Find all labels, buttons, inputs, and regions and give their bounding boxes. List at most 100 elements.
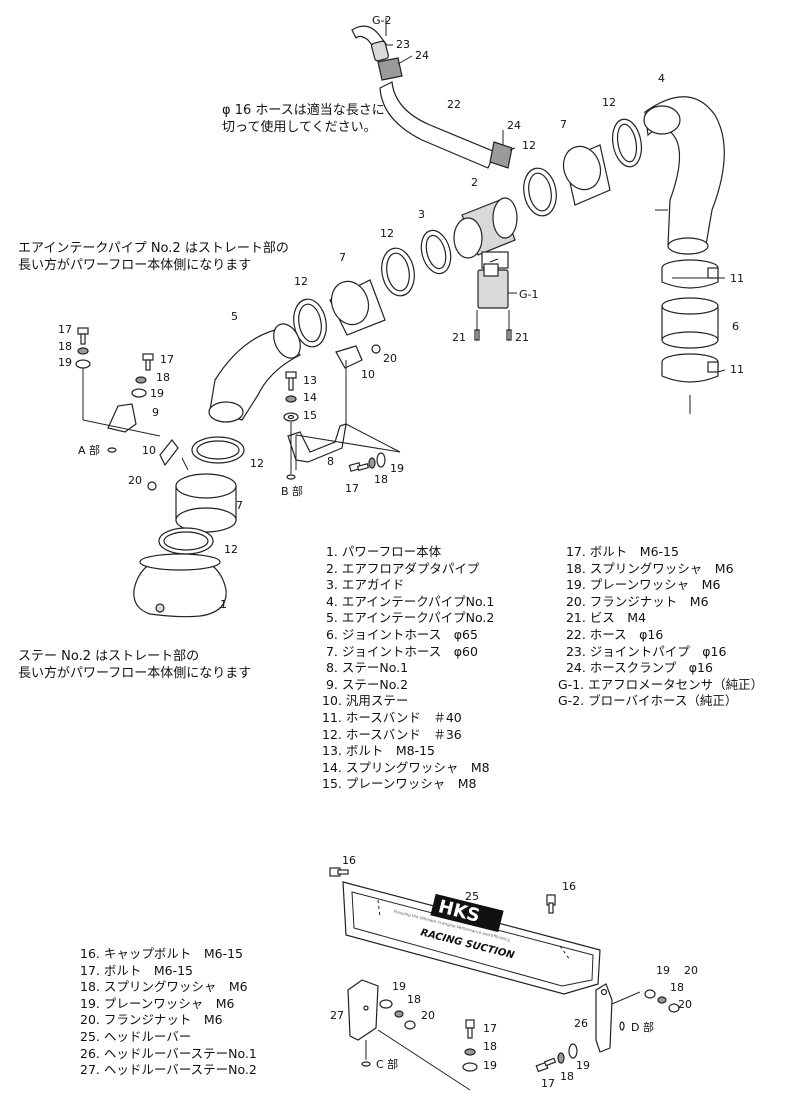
part-11: 11. ホースバンド ＃40 [322,709,462,725]
part-17: 17. ボルト M6-15 [558,544,679,559]
intake-pipe-no1 [643,96,725,255]
head-louver-stay-no1-26 [595,983,613,1053]
hose-clamp-24-top [377,57,403,81]
plain-washer-19-stay9 [131,388,147,398]
part-3: 3. エアガイド [322,577,405,593]
callout-d-part: D 部 [631,1020,654,1034]
joint-hose-7-upper [562,144,611,206]
callout-g2: G-2 [372,14,392,27]
louver-part-16: 16. キャップボルト M6-15 [80,946,244,961]
callout-24a: 24 [415,49,429,62]
callout-20b: 20 [383,352,397,365]
callout-25: 25 [465,890,479,903]
callout-18a: 18 [58,340,72,353]
parts-list-main-1: 1. パワーフロー本体 2. エアフロアダプタパイプ 3. エアガイド 4. エ… [322,544,494,793]
callout-12a: 12 [522,139,536,152]
part-4: 4. エアインテークパイプNo.1 [322,593,495,609]
callout-7b: 7 [339,251,346,264]
hose-band-12-f [158,527,214,555]
hose-band-12-upper [611,118,643,168]
callout-20d: 20 [678,998,692,1011]
callout-21a: 21 [452,331,466,344]
callout-14: 14 [303,391,317,404]
bolt-17-bottom-right [535,1057,557,1073]
c-point-marker [361,1061,371,1067]
callout-10b: 10 [361,368,375,381]
callout-27: 27 [330,1009,344,1022]
callout-19f: 19 [483,1059,497,1072]
callout-10a: 10 [142,444,156,457]
callout-11a: 11 [730,272,744,285]
louver-part-27: 27. ヘッドルーバーステーNo.2 [80,1062,257,1078]
hose-band-12-mid [523,167,557,217]
spring-washer-18-center [464,1048,476,1056]
part-13: 13. ボルト M8-15 [322,743,436,759]
callout-20a: 20 [128,474,142,487]
louver-part-19: 19. プレーンワッシャ M6 [80,995,235,1011]
part-19: 19. プレーンワッシャ M6 [558,577,721,593]
hose-band-11-upper [661,259,719,289]
part-g1: G-1. エアフロメータセンサ（純正） [558,676,764,692]
callout-9: 9 [152,406,159,419]
bolt-17-center [465,1019,475,1039]
bolt-17-stay9 [142,353,154,371]
callout-21b: 21 [515,331,529,344]
a-point-marker [107,447,117,453]
louver-part-26: 26. ヘッドルーバーステーNo.1 [80,1045,257,1061]
bolt-17-a [77,327,89,345]
callout-7a: 7 [560,118,567,131]
part-14: 14. スプリングワッシャ M8 [322,759,490,775]
louver-part-20: 20. フランジナット M6 [80,1012,223,1028]
part-5: 5. エアインテークパイプNo.2 [322,610,495,626]
callout-18d: 18 [407,993,421,1006]
callout-6: 6 [732,320,739,333]
plain-washer-15 [283,412,299,422]
bolt-17-b [348,462,370,472]
part-18: 18. スプリングワッシャ M6 [558,560,734,576]
plain-washer-19-right [644,989,656,999]
intake-pipe-no2 [208,323,302,423]
callout-c-part: C 部 [376,1057,398,1071]
spring-washer-18-a [77,347,89,355]
part-g2: G-2. ブローバイホース（純正） [558,693,738,709]
joint-hose-6 [661,297,719,349]
hose-band-11-lower [661,353,719,383]
cap-bolt-16-right [546,894,556,914]
callout-19d: 19 [392,980,406,993]
callout-3: 3 [418,208,425,221]
callout-20e: 20 [684,964,698,977]
part-23: 23. ジョイントパイプ φ16 [558,643,727,659]
callout-16a: 16 [342,854,356,867]
callout-19g: 19 [576,1059,590,1072]
part-7: 7. ジョイントホース φ60 [322,643,478,659]
spring-washer-18-b [368,457,376,469]
spring-washer-14 [285,395,297,403]
callout-12f: 12 [224,543,238,556]
stay-no1-8 [287,360,347,470]
hose-band-12-e [191,436,245,464]
part-20: 20. フランジナット M6 [558,593,709,609]
joint-pipe-23 [370,40,390,62]
callout-b-part: B 部 [281,484,303,498]
callout-4: 4 [658,72,665,85]
callout-1: 1 [220,598,227,611]
callout-24b: 24 [507,119,521,132]
part-9: 9. ステーNo.2 [322,676,409,692]
leader-lines [181,18,726,471]
flange-nut-20-right [668,1003,680,1013]
callout-19c: 19 [390,462,404,475]
callout-12d: 12 [294,275,308,288]
airflow-sensor-g1 [474,263,512,341]
cap-bolt-16-left [329,867,349,877]
callout-18f: 18 [483,1040,497,1053]
callout-a-part: A 部 [78,443,100,457]
spring-washer-18-right [657,996,667,1004]
part-15: 15. プレーンワッシャ M8 [322,776,477,792]
part-12: 12. ホースバンド ＃36 [322,726,462,742]
callout-15: 15 [303,409,317,422]
part-6: 6. ジョイントホース φ65 [322,626,478,642]
part-22: 22. ホース φ16 [558,626,664,642]
parts-list-main-2: 17. ボルト M6-15 18. スプリングワッシャ M6 19. プレーンワ… [558,544,763,710]
airflow-adapter-pipe-2 [453,197,518,269]
